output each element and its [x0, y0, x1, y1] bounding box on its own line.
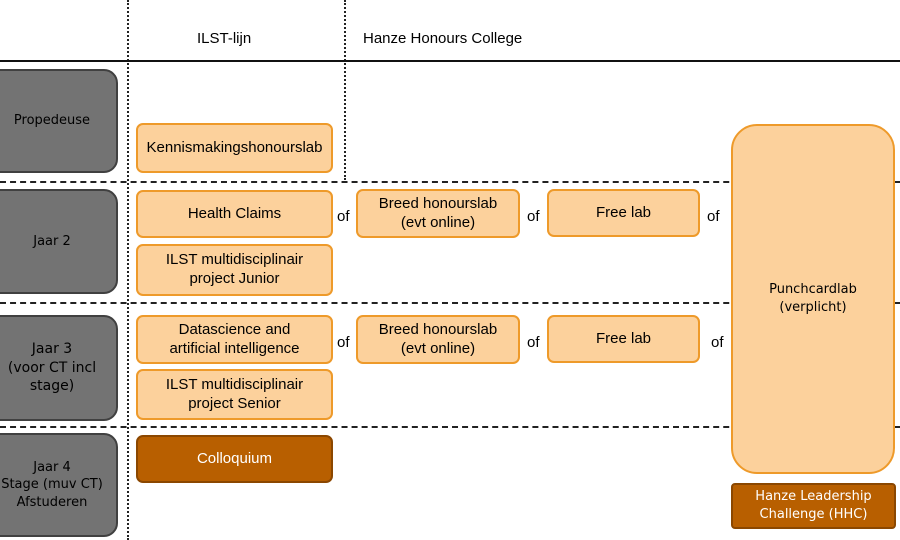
- row-divider-1: [0, 181, 900, 183]
- column-divider-middle: [344, 0, 346, 180]
- connector-of-row3-c: of: [711, 334, 724, 351]
- hhc-free-lab-1: Free lab: [547, 189, 700, 237]
- ilst-project-senior: ILST multidisciplinair project Senior: [136, 369, 333, 420]
- ilst-kennismakingshonourslab: Kennismakingshonourslab: [136, 123, 333, 173]
- hhc-breed-honourslab-2: Breed honourslab (evt online): [356, 315, 520, 364]
- row-divider-3: [0, 426, 900, 428]
- year-jaar-2: Jaar 2: [0, 189, 118, 294]
- header-rule: [0, 60, 900, 62]
- connector-of-row2-a: of: [337, 208, 350, 225]
- hhc-free-lab-2: Free lab: [547, 315, 700, 363]
- header-hanze: Hanze Honours College: [363, 30, 523, 47]
- ilst-health-claims: Health Claims: [136, 190, 333, 238]
- connector-of-row2-c: of: [707, 208, 720, 225]
- header-ilst: ILST-lijn: [197, 30, 252, 47]
- connector-of-row3-b: of: [527, 334, 540, 351]
- ilst-project-junior: ILST multidisciplinair project Junior: [136, 244, 333, 296]
- year-jaar-3: Jaar 3 (voor CT incl stage): [0, 315, 118, 421]
- hhc-leadership-challenge: Hanze Leadership Challenge (HHC): [731, 483, 896, 529]
- column-divider-left: [127, 0, 129, 540]
- connector-of-row2-b: of: [527, 208, 540, 225]
- ilst-colloquium: Colloquium: [136, 435, 333, 483]
- hhc-breed-honourslab-1: Breed honourslab (evt online): [356, 189, 520, 238]
- year-propedeuse: Propedeuse: [0, 69, 118, 173]
- hhc-punchcardlab: Punchcardlab (verplicht): [731, 124, 895, 474]
- ilst-datascience: Datascience and artificial intelligence: [136, 315, 333, 364]
- year-jaar-4: Jaar 4 Stage (muv CT) Afstuderen: [0, 433, 118, 537]
- row-divider-2: [0, 302, 900, 304]
- connector-of-row3-a: of: [337, 334, 350, 351]
